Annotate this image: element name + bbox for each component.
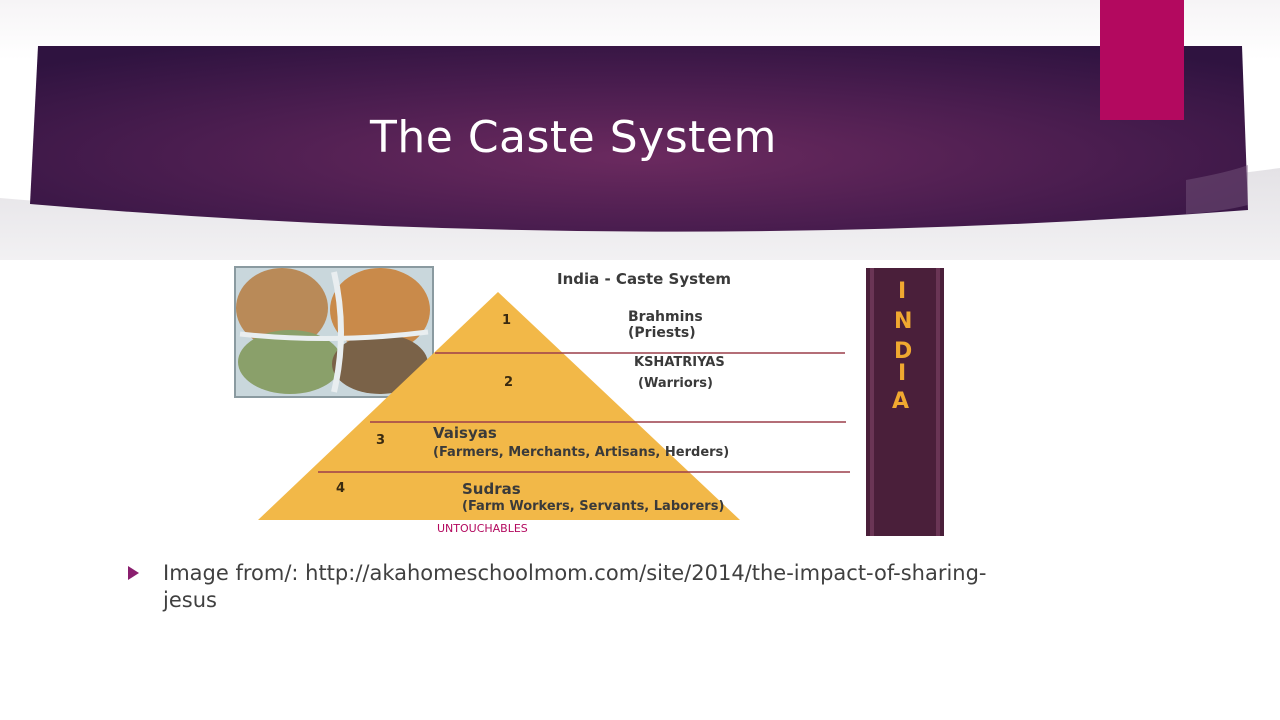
banner-letter: D <box>894 339 912 364</box>
caste-system-figure: India - Caste System 1 2 3 4 Brahmins (P… <box>234 266 944 536</box>
level-name: Vaisyas <box>433 424 497 442</box>
india-side-banner: I N D I A <box>866 268 944 536</box>
banner-letter: I <box>898 279 906 304</box>
level-number: 3 <box>376 433 385 448</box>
accent-pink-tab <box>1100 0 1184 120</box>
figure-heading: India - Caste System <box>557 270 731 288</box>
banner-letter: A <box>892 389 909 414</box>
level-detail: (Warriors) <box>638 376 713 391</box>
level-number: 4 <box>336 481 345 496</box>
level-detail: (Farm Workers, Servants, Laborers) <box>462 499 724 514</box>
level-number: 2 <box>504 375 513 390</box>
banner-letter: N <box>894 309 912 334</box>
triangle-right-icon <box>128 566 139 580</box>
caste-pyramid <box>258 292 740 520</box>
india-collage-image <box>234 266 434 398</box>
caption-text: Image from/: http://akahomeschoolmom.com… <box>163 561 987 612</box>
level-detail: (Priests) <box>628 325 696 341</box>
header-band <box>0 46 1280 260</box>
level-detail: (Farmers, Merchants, Artisans, Herders) <box>433 445 729 460</box>
level-name: Sudras <box>462 480 521 498</box>
untouchables-label: UNTOUCHABLES <box>437 522 528 535</box>
banner-letter: I <box>898 361 906 386</box>
slide-title: The Caste System <box>370 112 777 163</box>
level-name: KSHATRIYAS <box>634 355 725 370</box>
level-name: Brahmins <box>628 309 703 325</box>
level-number: 1 <box>502 313 511 328</box>
